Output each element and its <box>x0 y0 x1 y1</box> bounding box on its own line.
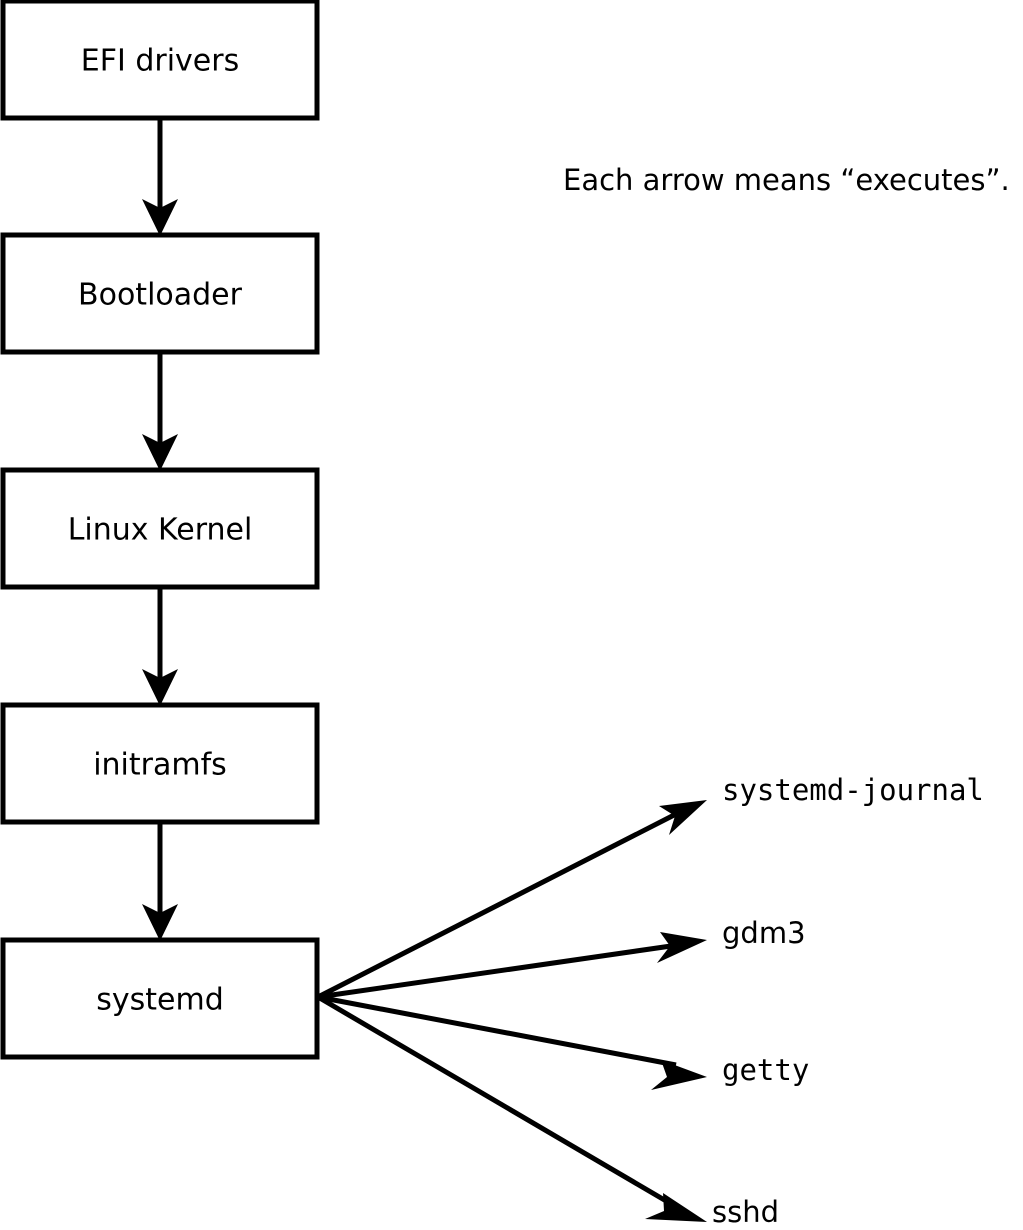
service-label-systemd-journal: systemd-journal <box>722 773 984 807</box>
box-initramfs-rect <box>0 702 320 825</box>
box-linux-kernel-label: Linux Kernel <box>68 513 253 548</box>
chain-arrow-efi-to-bootloader <box>142 118 178 236</box>
box-efi-drivers-label: EFI drivers <box>81 44 239 79</box>
box-systemd-rect <box>0 937 320 1060</box>
arrowhead-right-icon <box>645 1193 707 1222</box>
arrowhead-down-icon <box>142 434 178 471</box>
chain-arrow-bootloader-to-kernel <box>142 352 178 471</box>
arrowhead-down-icon <box>142 904 178 941</box>
arrowhead-right-icon <box>657 932 707 963</box>
arrowhead-right-icon <box>651 1060 707 1090</box>
box-systemd[interactable]: systemd <box>0 937 320 1060</box>
box-initramfs[interactable]: initramfs <box>0 702 320 825</box>
box-bootloader-rect <box>0 232 320 355</box>
arrowhead-down-icon <box>142 199 178 236</box>
arrowhead-right-icon <box>659 800 707 835</box>
fanout-arrow-getty <box>317 994 707 1090</box>
fanout-arrow-sshd <box>316 994 707 1222</box>
fanout-arrow-line <box>317 942 679 1000</box>
box-linux-kernel[interactable]: Linux Kernel <box>0 467 320 590</box>
box-efi-drivers[interactable]: EFI drivers <box>0 0 320 121</box>
box-systemd-label: systemd <box>96 983 224 1018</box>
fanout-arrow-line <box>316 809 682 1000</box>
fanout-arrow-line <box>317 994 677 1068</box>
box-efi-drivers-rect <box>0 0 320 121</box>
box-linux-kernel-rect <box>0 467 320 590</box>
chain-arrow-initramfs-to-systemd <box>142 822 178 941</box>
fanout-arrow-gdm3 <box>317 932 707 1000</box>
box-initramfs-label: initramfs <box>93 748 227 783</box>
service-label-sshd: sshd <box>712 1195 779 1229</box>
service-label-getty: getty <box>722 1053 809 1087</box>
box-bootloader[interactable]: Bootloader <box>0 232 320 355</box>
fanout-arrow-systemd-journal <box>316 800 707 1000</box>
chain-arrow-kernel-to-initramfs <box>142 587 178 706</box>
fanout-arrow-line <box>316 994 675 1208</box>
box-bootloader-label: Bootloader <box>78 278 243 313</box>
service-label-gdm3: gdm3 <box>722 916 806 950</box>
arrowhead-down-icon <box>142 669 178 706</box>
diagram-caption: Each arrow means “executes”. <box>563 163 1010 197</box>
